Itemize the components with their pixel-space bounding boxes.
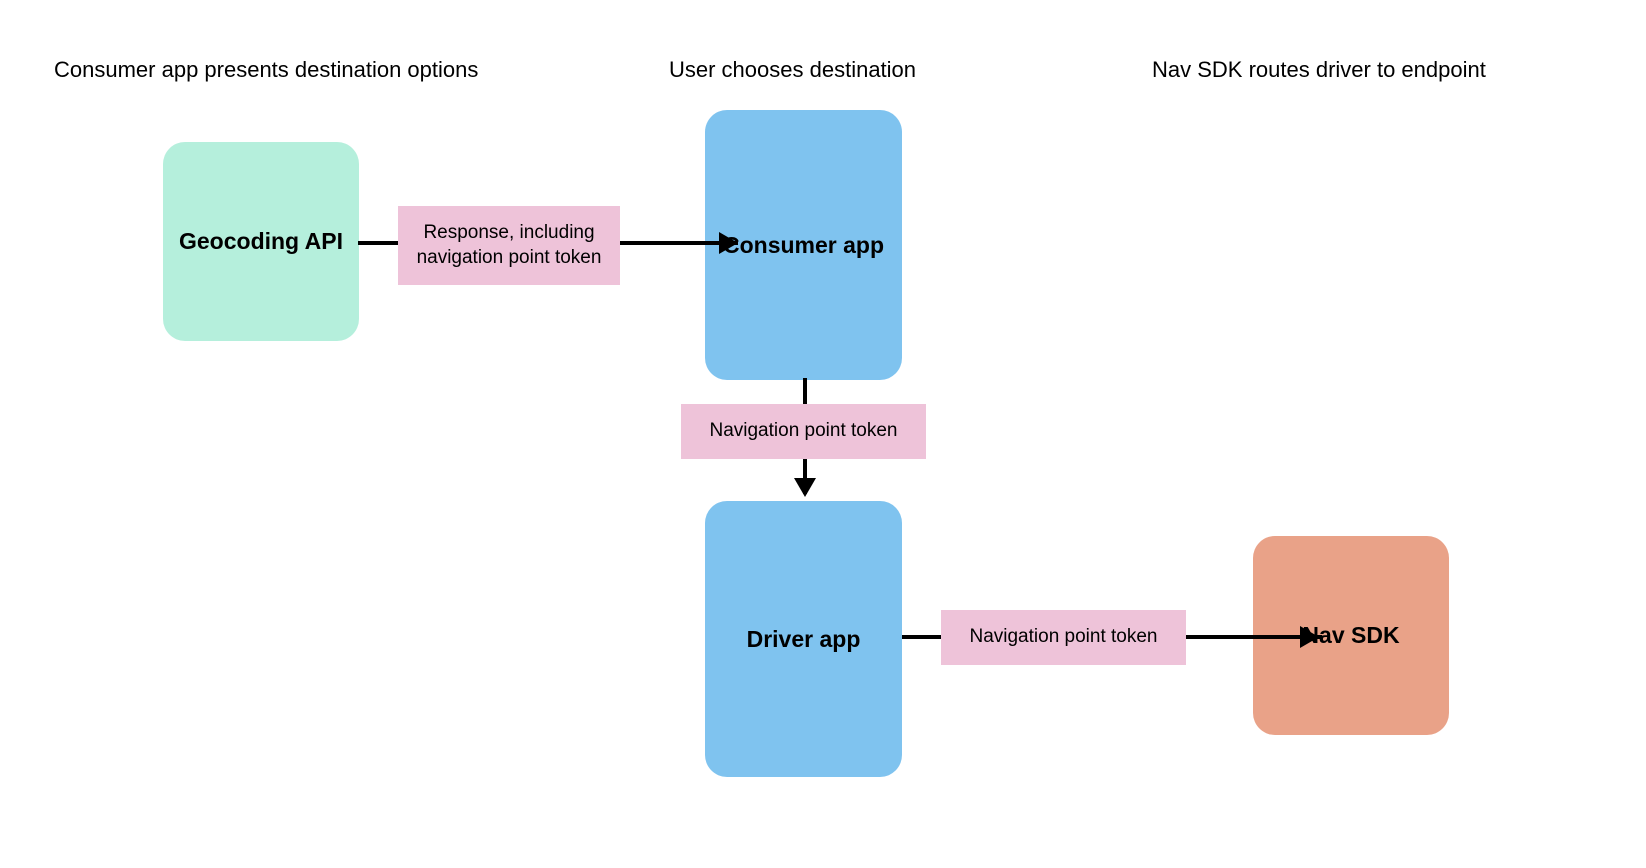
arrowhead-consumer-to-driver (794, 478, 816, 497)
node-driver-app[interactable]: Driver app (705, 501, 902, 777)
edge-label-consumer-to-driver: Navigation point token (681, 404, 926, 459)
node-consumer-app[interactable]: Consumer app (705, 110, 902, 380)
arrowhead-geocoding-to-consumer (719, 232, 738, 254)
node-geocoding-api[interactable]: Geocoding API (163, 142, 359, 341)
edge-label-geocoding-to-consumer: Response, including navigation point tok… (398, 206, 620, 285)
node-consumer-app-label: Consumer app (722, 231, 885, 258)
arrowhead-driver-to-navsdk (1300, 626, 1319, 648)
node-geocoding-api-label: Geocoding API (179, 228, 343, 254)
column-header-user-chooses-destination: User chooses destination (669, 57, 917, 82)
column-header-nav-sdk-routes-driver: Nav SDK routes driver to endpoint (1152, 57, 1486, 82)
edge-label-geocoding-to-consumer-text: Response, including navigation point tok… (416, 222, 602, 268)
node-driver-app-label: Driver app (746, 625, 861, 652)
edge-label-driver-to-navsdk-text: Navigation point token (969, 626, 1158, 648)
edge-label-consumer-to-driver-text: Navigation point token (709, 420, 898, 442)
edge-label-driver-to-navsdk: Navigation point token (941, 610, 1186, 665)
column-header-consumer-app-presents: Consumer app presents destination option… (54, 57, 479, 82)
